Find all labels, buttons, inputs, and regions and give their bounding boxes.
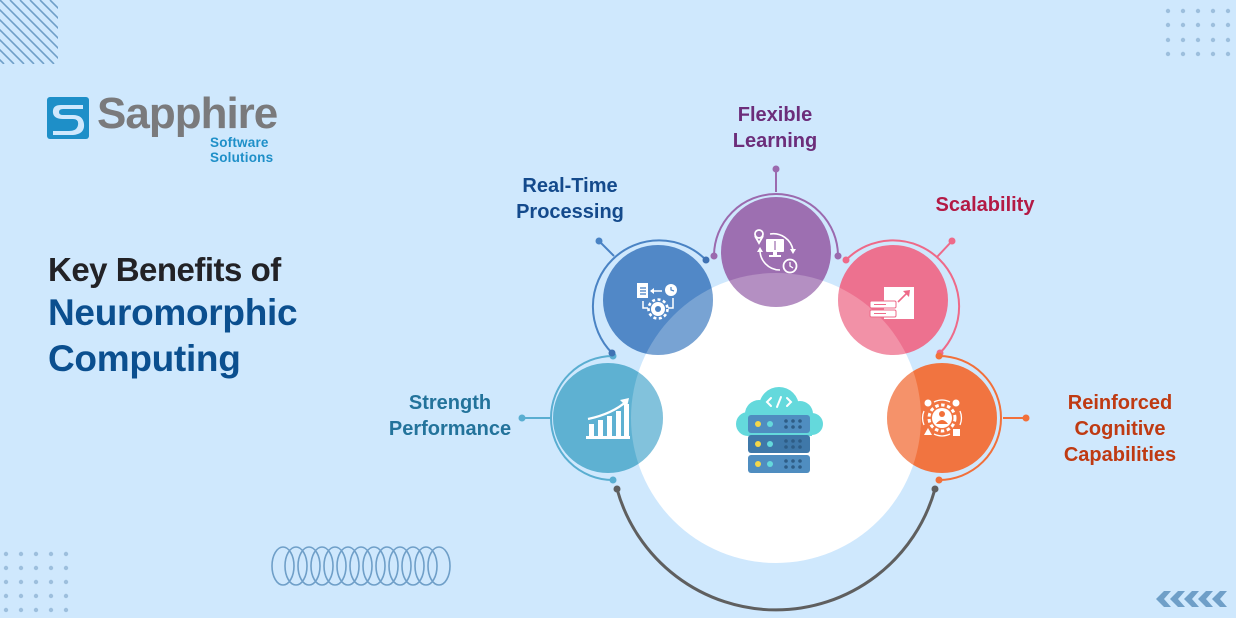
cloud-server-code-icon	[736, 387, 823, 473]
label-line: Cognitive	[1074, 418, 1166, 440]
label-line: Real-Time	[522, 175, 618, 197]
label-line: Learning	[732, 130, 818, 152]
label-line: Scalability	[935, 194, 1035, 216]
page-title: Key Benefits of Neuromorphic Computing	[48, 250, 298, 382]
label-line: Performance	[388, 418, 512, 440]
stripes-decoration	[0, 0, 58, 64]
label-flexible-learning: Flexible Learning	[700, 102, 850, 154]
cognitive-gear-person-icon	[921, 399, 963, 437]
title-line-3: Computing	[48, 338, 241, 379]
coil-decoration	[271, 546, 451, 586]
server-scale-icon	[869, 287, 914, 319]
label-line: Strength	[408, 392, 492, 414]
label-line: Reinforced	[1067, 392, 1173, 414]
label-real-time-processing: Real-Time Processing	[490, 173, 650, 225]
title-line-2: Neuromorphic	[48, 292, 298, 333]
sapphire-logo: Sapphire Software Solutions	[47, 89, 327, 165]
dot-grid-bottom-left	[3, 551, 69, 613]
dot-grid-top-right	[1165, 8, 1231, 57]
label-scalability: Scalability	[910, 192, 1060, 218]
label-line: Flexible	[737, 104, 813, 126]
bottom-connector-arc	[613, 485, 939, 612]
elearning-cycle-icon	[754, 229, 798, 274]
sapphire-s-icon	[47, 97, 89, 139]
label-reinforced-cognitive-capabilities: Reinforced Cognitive Capabilities	[1040, 390, 1200, 468]
label-line: Processing	[516, 201, 624, 223]
label-line: Capabilities	[1063, 444, 1177, 466]
title-line-1: Key Benefits of	[48, 251, 281, 288]
document-gear-clock-icon	[637, 283, 677, 320]
chevrons-decoration	[1156, 591, 1227, 607]
brand-tagline: Software Solutions	[210, 135, 274, 165]
bar-chart-growth-icon	[586, 398, 630, 439]
brand-name: Sapphire	[97, 89, 278, 138]
label-strength-performance: Strength Performance	[370, 390, 530, 442]
